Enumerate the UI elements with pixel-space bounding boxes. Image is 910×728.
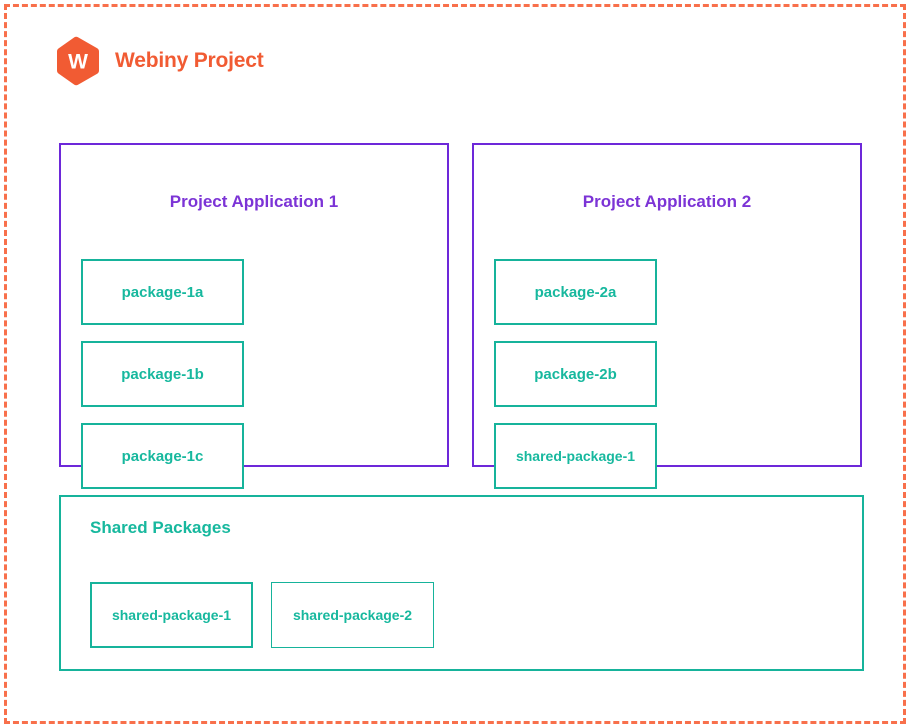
application-2-title: Project Application 2 [582, 192, 752, 211]
webiny-hexagon-logo-icon: W [55, 36, 101, 86]
shared-packages-box: Shared Packages shared-package-1 shared-… [59, 495, 864, 671]
application-1-title: Project Application 1 [169, 192, 339, 211]
application-box-1: Project Application 1 package-1a package… [59, 143, 449, 571]
shared-package-box: shared-package-1 [90, 582, 253, 648]
package-box: package-2a [494, 259, 657, 325]
package-box: package-1a [81, 259, 244, 325]
shared-packages-title: Shared Packages [90, 518, 231, 537]
package-box: package-1c [81, 423, 244, 489]
shared-package-box: shared-package-1 [494, 423, 657, 489]
project-header: W Webiny Project [55, 36, 264, 86]
shared-package-box: shared-package-2 [271, 582, 434, 648]
svg-text:W: W [68, 51, 88, 74]
shared-packages-grid: shared-package-1 shared-package-2 [90, 582, 434, 648]
package-box: package-1b [81, 341, 244, 407]
application-box-2: Project Application 2 package-2a package… [472, 143, 862, 571]
package-box: package-2b [494, 341, 657, 407]
page-title: Webiny Project [115, 49, 264, 72]
project-boundary: W Webiny Project Project Application 1 p… [4, 4, 906, 724]
